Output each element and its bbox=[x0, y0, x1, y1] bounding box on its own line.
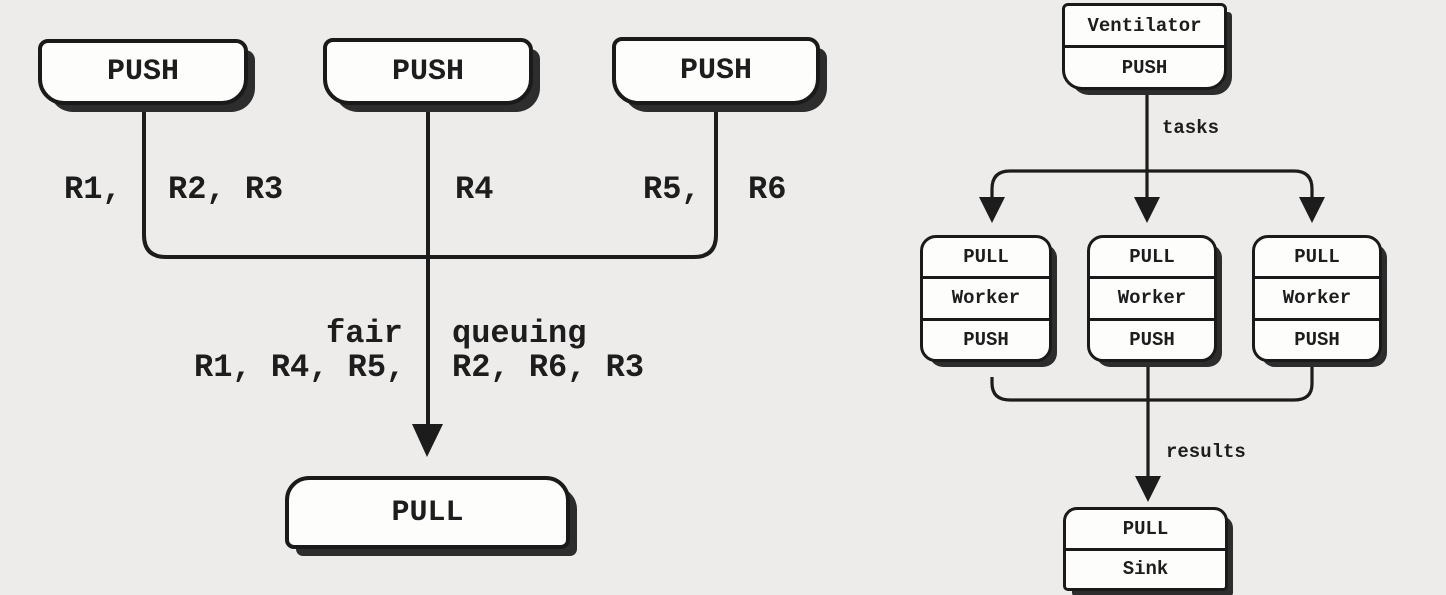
worker-2-socket-push: PUSH bbox=[1090, 317, 1214, 359]
push-node-2: PUSH bbox=[323, 38, 533, 105]
fanout-arrowhead-1 bbox=[979, 197, 1005, 223]
flow-label-r2-r3: R2, R3 bbox=[168, 171, 284, 208]
tasks-edge-label: tasks bbox=[1162, 117, 1220, 139]
fanout-bus-connector bbox=[990, 169, 1314, 198]
pull-node-label: PULL bbox=[391, 495, 464, 530]
push-node-2-label: PUSH bbox=[391, 54, 464, 89]
ventilator-node: Ventilator PUSH bbox=[1062, 3, 1227, 90]
left-arrowhead bbox=[412, 424, 443, 457]
worker-node-2: PULL Worker PUSH bbox=[1087, 235, 1217, 362]
fair-label: fair bbox=[326, 315, 403, 352]
pull-node: PULL bbox=[285, 476, 570, 549]
sink-node: PULL Sink bbox=[1063, 507, 1228, 591]
worker-3-socket-pull: PULL bbox=[1294, 246, 1340, 269]
flow-label-r1: R1, bbox=[64, 171, 122, 208]
results-arrowhead bbox=[1135, 476, 1161, 502]
ventilator-socket-push: PUSH bbox=[1065, 45, 1224, 87]
worker-2-socket-pull: PULL bbox=[1129, 246, 1175, 269]
worker-1-socket-push: PUSH bbox=[923, 317, 1049, 359]
worker-3-socket-push: PUSH bbox=[1255, 317, 1379, 359]
fanout-arrowhead-3 bbox=[1299, 197, 1325, 223]
flow-label-r6: R6 bbox=[748, 171, 787, 208]
worker-node-1: PULL Worker PUSH bbox=[920, 235, 1052, 362]
push-node-1: PUSH bbox=[38, 39, 248, 105]
worker-3-name: Worker bbox=[1255, 276, 1379, 317]
queuing-label: queuing bbox=[452, 315, 587, 352]
flow-label-r4: R4 bbox=[455, 171, 494, 208]
fanout-arrowhead-2 bbox=[1134, 197, 1160, 223]
sink-name: Sink bbox=[1066, 547, 1225, 589]
worker-1-socket-pull: PULL bbox=[963, 246, 1009, 269]
sink-socket-pull: PULL bbox=[1122, 517, 1169, 540]
results-edge-label: results bbox=[1166, 441, 1246, 463]
push-node-3: PUSH bbox=[612, 37, 820, 105]
worker-1-name: Worker bbox=[923, 276, 1049, 317]
ventilator-name: Ventilator bbox=[1087, 14, 1202, 37]
worker-2-name: Worker bbox=[1090, 276, 1214, 317]
worker-node-3: PULL Worker PUSH bbox=[1252, 235, 1382, 362]
fair-order-label: R1, R4, R5, bbox=[194, 349, 406, 386]
push-node-1-label: PUSH bbox=[106, 55, 179, 89]
queuing-order-label: R2, R6, R3 bbox=[452, 349, 645, 386]
fanin-bus-connector bbox=[990, 366, 1314, 402]
push-node-3-label: PUSH bbox=[679, 54, 752, 88]
flow-label-r5: R5, bbox=[643, 171, 701, 208]
